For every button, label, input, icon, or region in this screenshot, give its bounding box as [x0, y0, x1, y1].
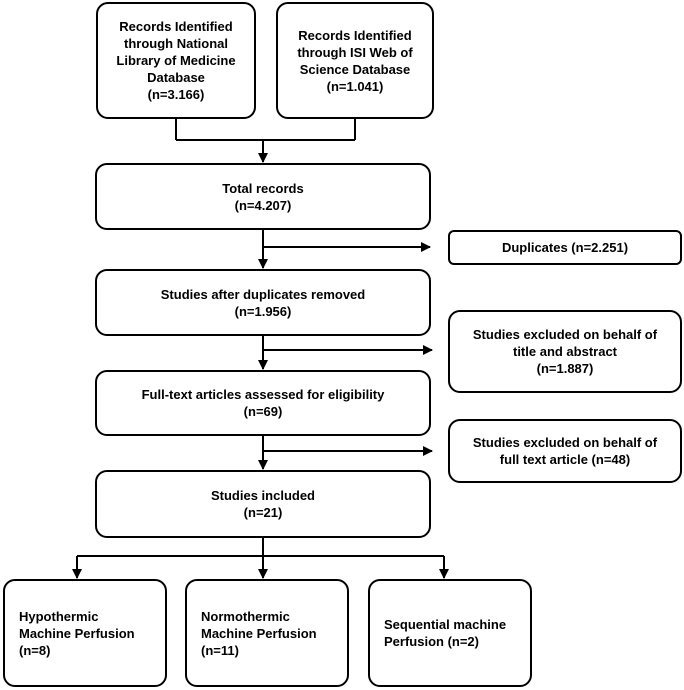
- box-line: (n=21): [243, 505, 283, 520]
- box-line: Database: [147, 70, 205, 85]
- box-line: Records Identified: [298, 27, 412, 43]
- box-total-records: Total records (n=4.207): [95, 163, 431, 230]
- box-normothermic: Normothermic Machine Perfusion (n=11): [185, 579, 349, 687]
- box-records-isi: Records Identified through ISI Web of Sc…: [276, 2, 434, 119]
- box-line: Normothermic: [201, 608, 290, 624]
- box-line: Sequential machine: [384, 617, 507, 632]
- box-line: Studies excluded on behalf of: [472, 435, 658, 450]
- box-line: (n=8): [19, 642, 51, 658]
- box-line: (n=1.887): [536, 361, 594, 376]
- box-line: Perfusion (n=2): [384, 634, 479, 649]
- box-excluded-title-abstract: Studies excluded on behalf of title and …: [448, 310, 682, 393]
- box-line: Studies after duplicates removed: [160, 286, 366, 302]
- box-line: Studies included: [210, 488, 315, 503]
- box-after-duplicates: Studies after duplicates removed (n=1.95…: [95, 269, 431, 336]
- box-records-nlm: Records Identified through National Libr…: [96, 2, 256, 119]
- box-line: through National: [124, 36, 228, 51]
- box-line: Total records: [222, 180, 304, 196]
- box-line: Machine Perfusion: [19, 625, 135, 641]
- box-line: Library of Medicine: [116, 53, 236, 68]
- box-line: Science Database: [299, 61, 411, 77]
- box-line: (n=3.166): [147, 87, 205, 102]
- box-line: full text article (n=48): [499, 452, 631, 467]
- box-duplicates: Duplicates (n=2.251): [448, 230, 682, 265]
- box-line: Records Identified: [119, 19, 233, 34]
- box-line: Machine Perfusion: [201, 625, 317, 641]
- box-line: Studies excluded on behalf of: [472, 327, 658, 342]
- box-line: through ISI Web of: [297, 44, 413, 60]
- box-line: (n=1.956): [234, 303, 292, 319]
- box-studies-included: Studies included (n=21): [95, 470, 431, 538]
- box-line: (n=4.207): [234, 197, 292, 213]
- box-full-text-assessed: Full-text articles assessed for eligibil…: [95, 370, 431, 436]
- box-line: Full-text articles assessed for eligibil…: [141, 387, 385, 402]
- box-line: title and abstract: [512, 344, 618, 359]
- box-excluded-full-text: Studies excluded on behalf of full text …: [448, 419, 682, 483]
- box-line: Duplicates (n=2.251): [501, 240, 629, 255]
- box-line: Hypothermic: [19, 608, 99, 624]
- box-line: (n=11): [201, 642, 239, 658]
- box-hypothermic: Hypothermic Machine Perfusion (n=8): [3, 579, 167, 687]
- box-line: (n=1.041): [326, 78, 384, 94]
- box-line: (n=69): [243, 404, 283, 419]
- box-sequential: Sequential machine Perfusion (n=2): [368, 579, 532, 687]
